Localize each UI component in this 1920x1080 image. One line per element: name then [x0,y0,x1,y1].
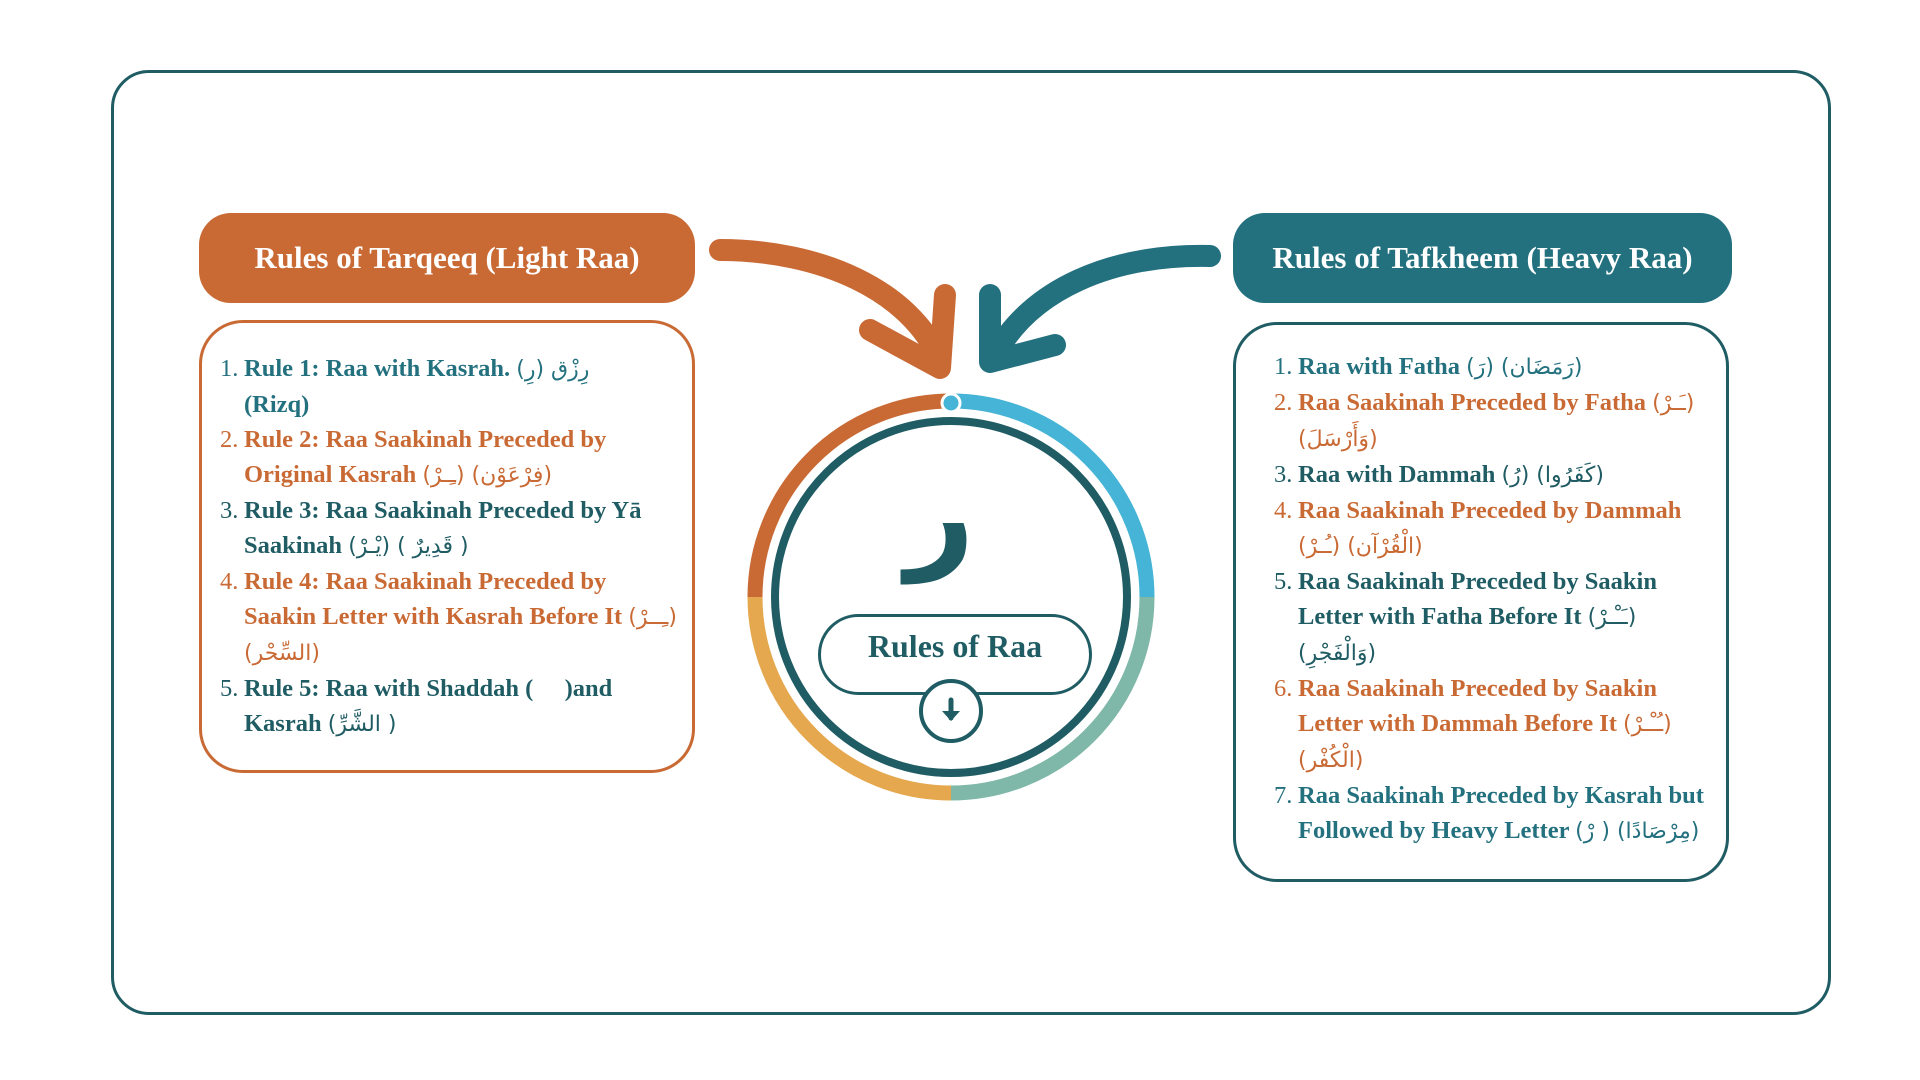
tarqeeq-header: Rules of Tarqeeq (Light Raa) [199,213,695,303]
tafkheem-arrow [984,244,1221,366]
rules-of-raa-button[interactable]: Rules of Raa [818,614,1092,695]
ring-start-dot [940,392,962,414]
tarqeeq-arrow [709,239,951,371]
tafkheem-rules-box: 1.Raa with Fatha (رَ) (رَمَضَان) 2.Raa S… [1233,322,1729,882]
list-item: 6. Raa Saakinah Preceded by Saakin Lette… [1274,675,1672,773]
list-item: 3.Rule 3: Raa Saakinah Preceded by Yā Sa… [220,497,642,559]
list-item: 5.Raa Saakinah Preceded by Saakin Letter… [1274,568,1657,666]
tarqeeq-arrowhead [859,284,956,379]
list-item: 1.Rule 1: Raa with Kasrah. (رِ) رِزْق(Ri… [220,355,590,418]
ring-segment-orange [747,393,952,598]
tarqeeq-rules-box: 1.Rule 1: Raa with Kasrah. (رِ) رِزْق(Ri… [199,320,695,773]
ring-segment-yellow [747,596,952,801]
arrow-down-icon [942,697,960,721]
tarqeeq-rules-list: 1.Rule 1: Raa with Kasrah. (رِ) رِزْق(Ri… [220,351,682,742]
tafkheem-rules-list: 1.Raa with Fatha (رَ) (رَمَضَان) 2.Raa S… [1274,349,1716,849]
list-item: 4.Raa Saakinah Preceded by Dammah (ـُـرْ… [1274,497,1682,559]
ring-segment-sage [950,596,1155,801]
list-item: 4.Rule 4: Raa Saakinah Preceded by Saaki… [220,568,677,666]
arrow-down-button[interactable] [919,679,983,743]
raa-letter: ر [905,445,975,584]
list-item: 2.Rule 2: Raa Saakinah Preceded by Origi… [220,426,607,488]
list-item: 7.Raa Saakinah Preceded by Kasrah but Fo… [1274,782,1704,844]
list-item: 2.Raa Saakinah Preceded by Fatha (ـَـرْ)… [1274,389,1695,452]
outer-frame [111,70,1831,1015]
tafkheem-arrowhead [979,284,1066,373]
list-item: 3.Raa with Dammah (رُ) (كَفَرُوا) [1274,461,1604,488]
list-item: 5.Rule 5: Raa with Shaddah ( ّ )and Kasr… [220,675,613,737]
ring-segment-blue [950,393,1155,598]
rules-of-raa-label: Rules of Raa [867,628,1043,664]
tafkheem-header: Rules of Tafkheem (Heavy Raa) [1233,213,1732,303]
list-item: 1.Raa with Fatha (رَ) (رَمَضَان) [1274,353,1583,380]
